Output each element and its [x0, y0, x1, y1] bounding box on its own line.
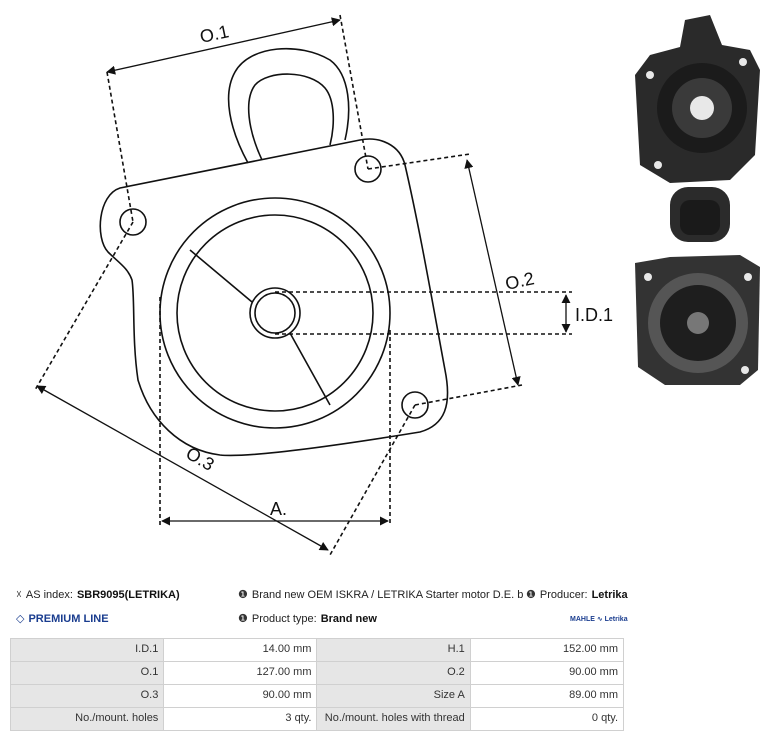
- mount-hole-left: [119, 208, 147, 236]
- premium-label: PREMIUM LINE: [28, 612, 109, 625]
- spec-label: O.2: [316, 661, 471, 685]
- spec-value: 89.00 mm: [469, 684, 625, 708]
- shaft-hole: [249, 287, 301, 339]
- label-a: A.: [270, 499, 287, 519]
- producer-label: Producer:: [539, 588, 588, 601]
- product-info: ☓ AS index: SBR9095(LETRIKA) ❶ Brand new…: [0, 580, 769, 630]
- inner-bore: [176, 214, 374, 412]
- product-photo: [630, 5, 765, 390]
- spec-value: 0 qty.: [469, 707, 625, 731]
- shaft-hole-inner: [254, 292, 296, 334]
- mount-hole-bottom-right: [401, 391, 429, 419]
- segment-cut: [189, 249, 331, 406]
- premium-line: ◇ PREMIUM LINE: [16, 612, 109, 626]
- spec-value: 14.00 mm: [163, 638, 318, 662]
- tags-icon: ☓: [16, 589, 22, 601]
- table-row: O.3 90.00 mm Size A 89.00 mm: [9, 684, 625, 708]
- as-index-label: AS index:: [25, 588, 73, 601]
- spec-label: H.1: [316, 638, 471, 662]
- spec-label: O.1: [9, 661, 165, 685]
- outer-bore: [159, 197, 391, 429]
- spec-label: No./mount. holes: [9, 707, 165, 731]
- description-text: Brand new OEM ISKRA / LETRIKA Starter mo…: [251, 588, 523, 601]
- spec-value: 90.00 mm: [469, 661, 625, 685]
- product-type: ❶ Product type: Brand new: [238, 612, 377, 626]
- spec-label: No./mount. holes with thread: [316, 707, 471, 731]
- spec-label: O.3: [9, 684, 165, 708]
- label-o2: O.2: [503, 268, 536, 294]
- spec-value: 3 qty.: [163, 707, 318, 731]
- info-icon: ❶: [526, 589, 536, 601]
- as-index: ☓ AS index: SBR9095(LETRIKA): [16, 588, 180, 602]
- spec-table: I.D.1 14.00 mm H.1 152.00 mm O.1 127.00 …: [9, 638, 625, 731]
- spec-label: Size A: [316, 684, 471, 708]
- table-row: I.D.1 14.00 mm H.1 152.00 mm: [9, 638, 625, 662]
- dim-o1: [106, 17, 341, 75]
- product-type-label: Product type:: [251, 612, 317, 625]
- bracket-outline: [99, 138, 449, 457]
- info-icon: ❶: [238, 589, 248, 601]
- product-type-value: Brand new: [320, 612, 377, 625]
- spec-value: 127.00 mm: [163, 661, 318, 685]
- as-index-value: SBR9095(LETRIKA): [76, 588, 180, 601]
- dim-o2: [464, 159, 521, 386]
- info-icon: ❶: [238, 613, 248, 625]
- diamond-icon: ◇: [16, 613, 25, 625]
- spec-value: 90.00 mm: [163, 684, 318, 708]
- producer-value: Letrika: [591, 588, 628, 601]
- technical-drawing: O.1 O.2 O.3 I.D.1 A.: [34, 14, 613, 556]
- table-row: No./mount. holes 3 qty. No./mount. holes…: [9, 707, 625, 731]
- table-row: O.1 127.00 mm O.2 90.00 mm: [9, 661, 625, 685]
- label-id1: I.D.1: [575, 305, 613, 325]
- brand-logo: MAHLE ∿ Letrika: [570, 616, 628, 623]
- spec-value: 152.00 mm: [469, 638, 625, 662]
- description: ❶ Brand new OEM ISKRA / LETRIKA Starter …: [238, 588, 523, 602]
- mount-hole-top-right: [354, 155, 382, 183]
- spec-label: I.D.1: [9, 638, 165, 662]
- label-o3: O.3: [183, 443, 218, 475]
- producer: ❶ Producer: Letrika: [526, 588, 628, 602]
- label-o1: O.1: [198, 21, 231, 47]
